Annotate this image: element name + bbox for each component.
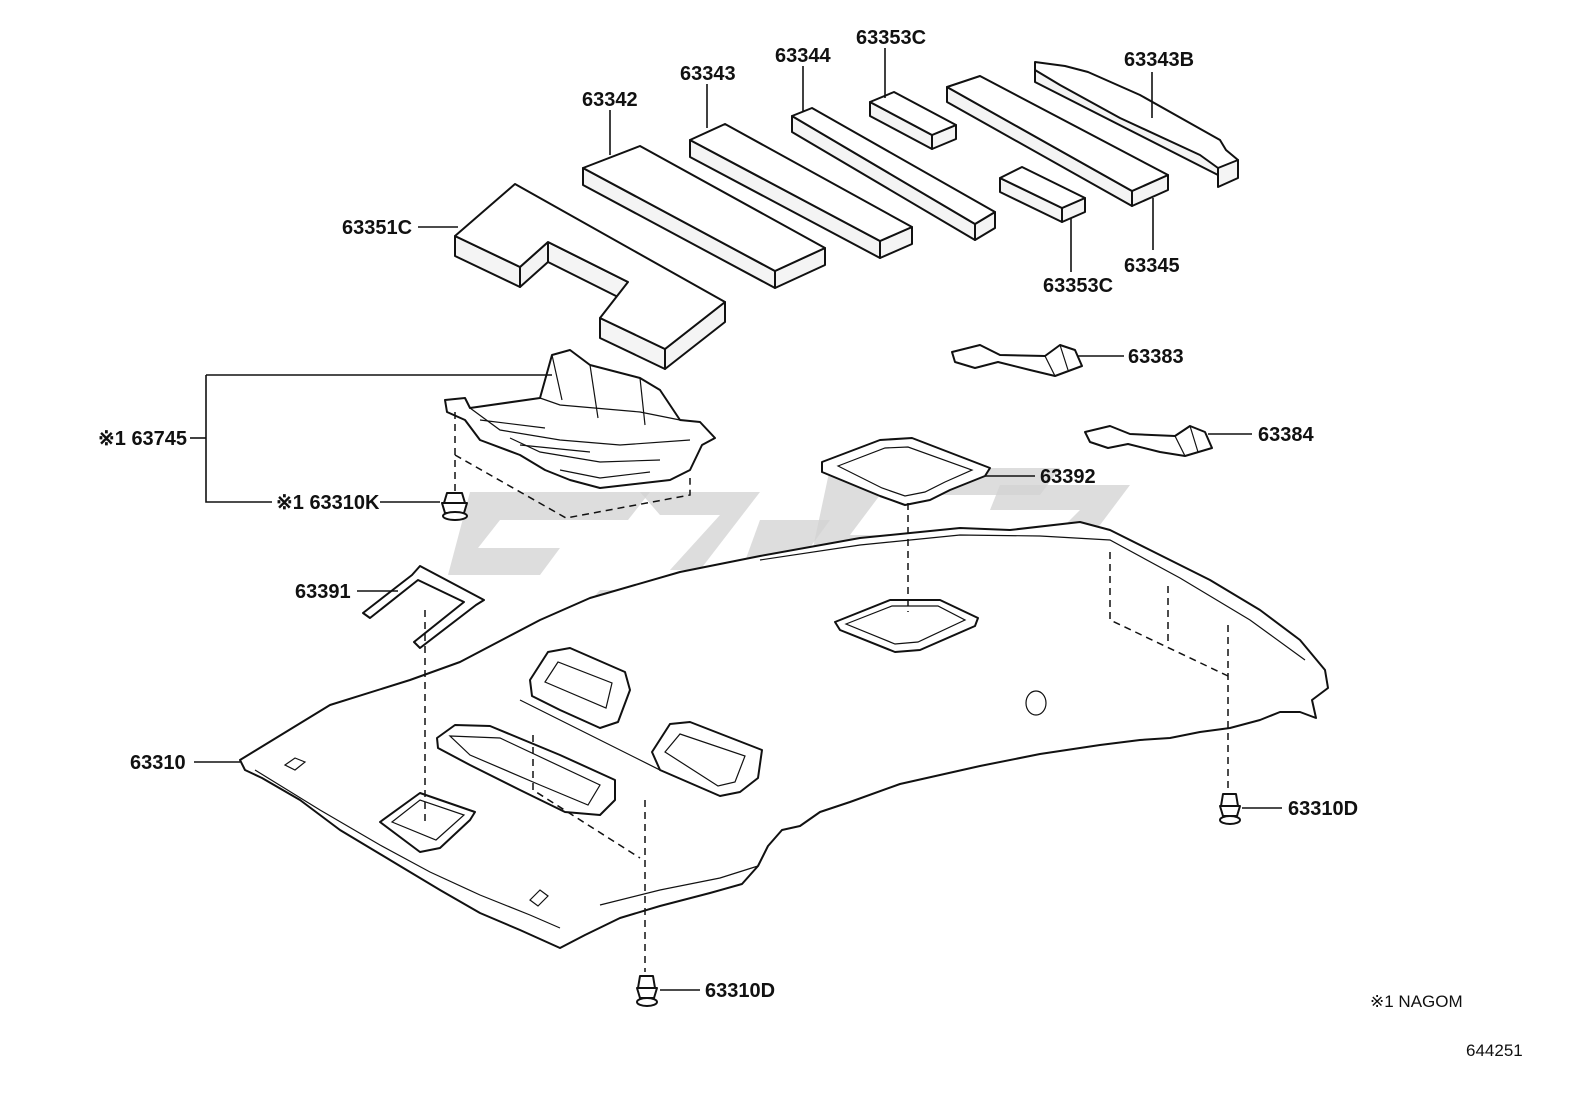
headliner-63310: [239, 521, 1329, 949]
frame-63391: [362, 565, 485, 649]
pad-63353C-top: [869, 91, 957, 150]
label-63384: 63384: [1258, 424, 1314, 446]
label-63343B: 63343B: [1124, 49, 1194, 71]
pad-63342: [582, 145, 826, 289]
clip-63310D-bottom: [636, 975, 658, 1007]
pad-63344: [791, 107, 996, 241]
frame-63392: [821, 437, 991, 506]
footnote-nagom: ※1 NAGOM: [1370, 992, 1463, 1011]
label-63745: ※1 63745: [98, 428, 187, 450]
diagram-number: 644251: [1466, 1041, 1523, 1060]
pad-63345: [946, 75, 1169, 207]
label-63392: 63392: [1040, 466, 1096, 488]
bracket-63383: [951, 344, 1083, 377]
assembly-dashed-lines: [424, 412, 1229, 972]
label-63310: 63310: [130, 752, 186, 774]
label-63310D-bottom: 63310D: [705, 980, 775, 1002]
label-63353C-top: 63353C: [856, 27, 926, 49]
label-63310D-right: 63310D: [1288, 798, 1358, 820]
label-63343: 63343: [680, 63, 736, 85]
label-63351C: 63351C: [342, 217, 412, 239]
leader-lines: [190, 48, 1282, 991]
console-bracket-63745: [444, 349, 716, 489]
pad-63343: [689, 123, 913, 259]
label-63383: 63383: [1128, 346, 1184, 368]
pad-63343B: [1034, 61, 1239, 188]
pad-63353C-bottom: [999, 166, 1086, 223]
label-63345: 63345: [1124, 255, 1180, 277]
clip-63310K: [441, 492, 468, 521]
bracket-63384: [1084, 425, 1213, 457]
clip-63310D-right: [1219, 793, 1241, 825]
label-63310K: ※1 63310K: [276, 492, 380, 514]
label-63391: 63391: [295, 581, 351, 603]
pad-63351C: [454, 183, 726, 370]
label-63342: 63342: [582, 89, 638, 111]
label-63353C-bottom: 63353C: [1043, 275, 1113, 297]
label-63344: 63344: [775, 45, 831, 67]
